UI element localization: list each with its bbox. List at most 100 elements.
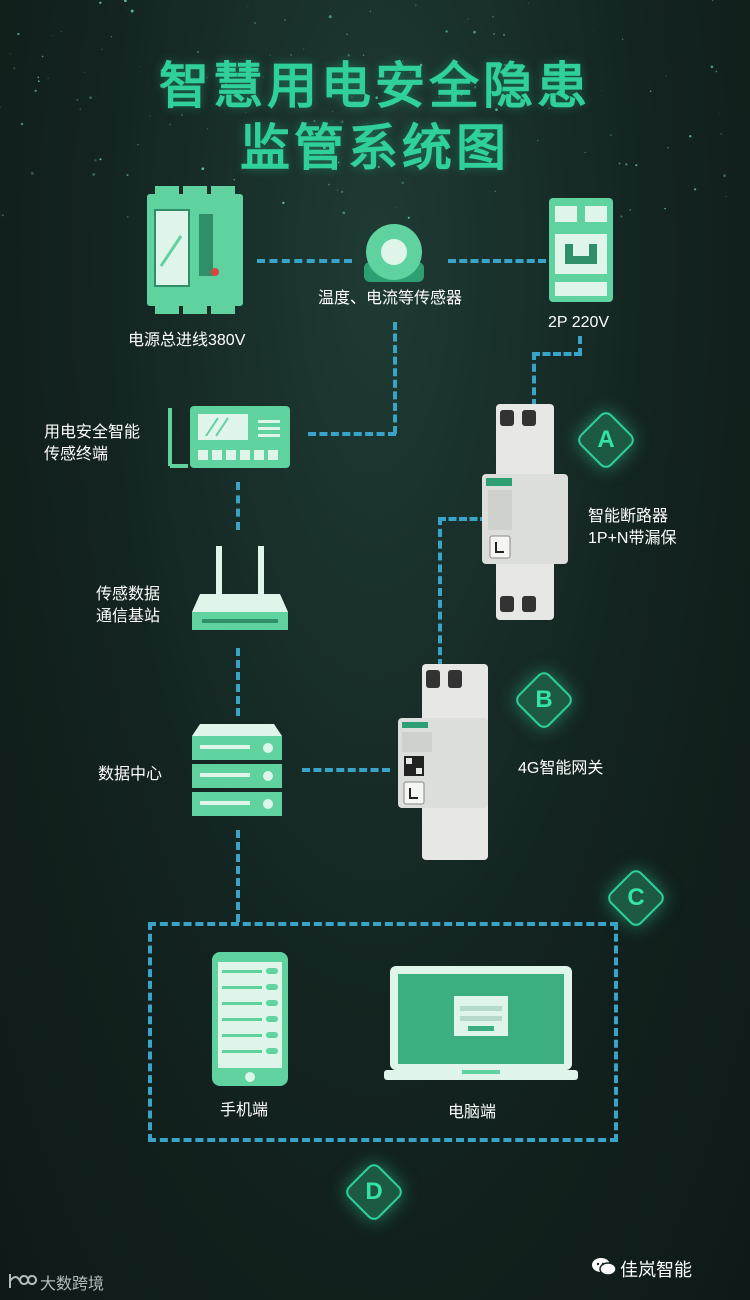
star-dot (351, 96, 353, 98)
star-dot (290, 54, 292, 56)
brand-logo-icon (9, 1274, 38, 1288)
footer-account-name: 佳岚智能 (620, 1260, 692, 1280)
star-dot (409, 72, 411, 74)
star-dot (17, 32, 20, 36)
star-dot (473, 85, 477, 89)
client-group-box (148, 922, 618, 1142)
star-dot (548, 107, 550, 109)
star-dot (224, 83, 228, 87)
star-dot (189, 103, 191, 105)
star-dot (1, 214, 4, 217)
star-dot (101, 48, 103, 51)
mobile-label: 手机端 (220, 1102, 269, 1119)
star-dot (375, 96, 379, 100)
current-sensor-icon (364, 224, 424, 282)
connector-terminal-router (236, 482, 240, 530)
terminal-label-line2: 传感终端 (44, 446, 109, 463)
connector-to-terminal (308, 432, 396, 436)
star-dot (206, 76, 208, 79)
wechat-icon (592, 1258, 616, 1276)
star-dot (419, 63, 423, 67)
star-dot (584, 151, 586, 154)
star-dot (362, 54, 365, 56)
star-dot (313, 119, 316, 123)
star-dot (665, 75, 667, 77)
router-icon (192, 546, 288, 630)
star-dot (233, 178, 236, 181)
star-dot (720, 133, 722, 135)
star-dot (99, 1, 102, 4)
star-dot (89, 96, 93, 100)
page-title-line-2: 监管系统图 (240, 120, 510, 176)
star-dot (269, 54, 271, 56)
star-dot (332, 111, 333, 112)
star-dot (625, 163, 628, 166)
star-dot (495, 108, 498, 112)
star-dot (282, 201, 285, 205)
star-dot (609, 134, 612, 137)
terminal-icon (168, 406, 290, 468)
star-dot (492, 32, 496, 36)
connector-cabinet-sensor (257, 259, 352, 263)
star-dot (328, 82, 331, 84)
star-dot (667, 147, 669, 149)
star-dot (415, 4, 417, 6)
star-dot (473, 30, 476, 34)
star-dot (263, 76, 265, 78)
star-dot (258, 138, 260, 140)
footer-source-label: 大数跨境 (40, 1276, 105, 1293)
pc-label: 电脑端 (448, 1104, 497, 1121)
star-dot (130, 9, 134, 13)
connector-router-server (236, 648, 240, 716)
star-dot (331, 120, 333, 122)
star-dot (110, 36, 113, 38)
star-dot (693, 188, 697, 191)
star-dot (710, 65, 714, 69)
star-dot (620, 215, 623, 218)
star-dot (34, 89, 37, 92)
star-dot (621, 38, 624, 40)
star-dot (206, 128, 208, 130)
connector-sensor-down (393, 322, 397, 434)
base-station-label-line2: 通信基站 (96, 608, 161, 625)
connector-breaker-gateway (438, 517, 442, 667)
star-dot (139, 66, 141, 68)
star-dot (401, 60, 404, 63)
connector-2p-left (532, 352, 582, 356)
connector-server-gateway (302, 768, 390, 772)
star-dot (367, 122, 369, 124)
star-dot (492, 15, 494, 18)
star-dot (328, 15, 332, 19)
star-dot (464, 21, 466, 23)
star-dot (649, 90, 652, 92)
star-dot (719, 112, 720, 114)
star-dot (358, 90, 359, 92)
terminal-label-line1: 用电安全智能 (44, 424, 141, 441)
star-dot (328, 183, 330, 186)
star-dot (336, 189, 339, 191)
star-dot (715, 70, 718, 73)
star-dot (57, 193, 59, 195)
gateway-device (398, 664, 488, 860)
phone-icon (212, 952, 288, 1086)
connector-to-breaker (532, 352, 536, 407)
star-dot (438, 96, 440, 98)
star-dot (9, 53, 11, 55)
star-dot (84, 71, 85, 73)
star-dot (181, 113, 183, 116)
star-dot (457, 84, 458, 85)
server-icon (192, 724, 282, 816)
power-main-label: 电源总进线380V (128, 332, 246, 349)
star-dot (60, 31, 62, 33)
star-dot (126, 215, 129, 218)
star-dot (629, 209, 631, 211)
star-dot (347, 54, 350, 57)
star-dot (126, 7, 127, 9)
star-dot (337, 161, 340, 164)
star-dot (52, 35, 54, 36)
star-dot (395, 207, 397, 208)
star-dot (92, 173, 96, 176)
connector-breaker-left (438, 517, 488, 521)
star-dot (377, 165, 380, 168)
star-dot (494, 190, 496, 192)
